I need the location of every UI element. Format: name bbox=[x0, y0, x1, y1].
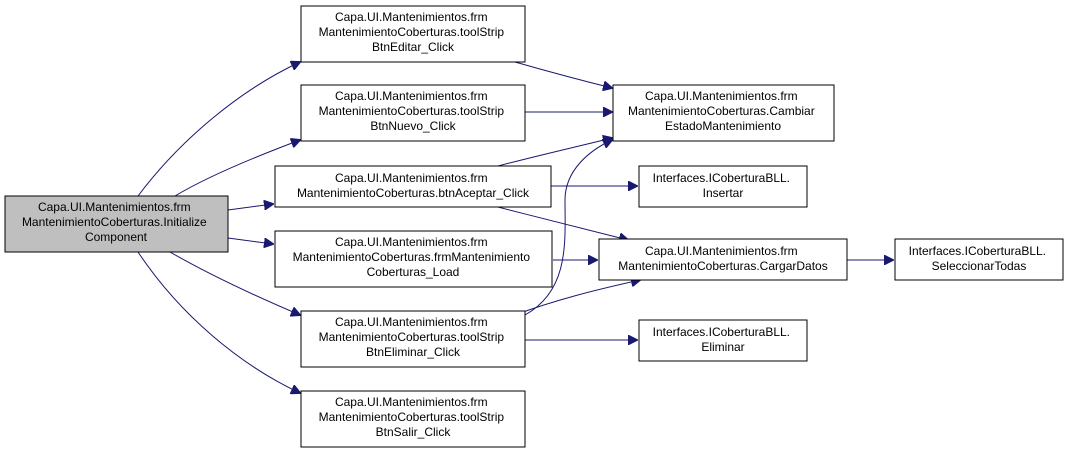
svg-text:Capa.UI.Mantenimientos.frm: Capa.UI.Mantenimientos.frm Mantenimiento… bbox=[319, 395, 508, 439]
node-line: Capa.UI.Mantenimientos.frm bbox=[645, 89, 798, 103]
node-btn-eliminar-click[interactable]: Capa.UI.Mantenimientos.frm Mantenimiento… bbox=[300, 310, 526, 368]
node-line: Interfaces.ICoberturaBLL. bbox=[653, 171, 790, 185]
node-btn-editar-click[interactable]: Capa.UI.Mantenimientos.frm Mantenimiento… bbox=[300, 5, 526, 63]
node-line: Insertar bbox=[703, 186, 744, 200]
node-line: Capa.UI.Mantenimientos.frm bbox=[38, 200, 191, 214]
svg-text:Capa.UI.Mantenimientos.frm: Capa.UI.Mantenimientos.frm Mantenimiento… bbox=[297, 171, 530, 200]
node-line: MantenimientoCoberturas.btnAceptar_Click bbox=[297, 186, 530, 200]
edge-initialize-to-frm-load bbox=[227, 237, 273, 244]
edge-initialize-to-btn-editar bbox=[137, 62, 300, 197]
svg-text:Capa.UI.Mantenimientos.frm: Capa.UI.Mantenimientos.frm Mantenimiento… bbox=[293, 235, 534, 279]
edge-initialize-to-btn-aceptar bbox=[227, 204, 273, 211]
node-cargar-datos[interactable]: Capa.UI.Mantenimientos.frm Mantenimiento… bbox=[598, 238, 848, 281]
svg-text:Interfaces.ICoberturaBLL.: Interfaces.ICoberturaBLL. Insertar bbox=[653, 171, 794, 200]
edge-btn-eliminar-to-cambiar-estado bbox=[524, 140, 612, 316]
node-line: BtnEditar_Click bbox=[372, 40, 455, 54]
node-cambiar-estado-mantenimiento[interactable]: Capa.UI.Mantenimientos.frm Mantenimiento… bbox=[612, 84, 835, 142]
svg-text:Capa.UI.Mantenimientos.frm: Capa.UI.Mantenimientos.frm Mantenimiento… bbox=[319, 89, 508, 133]
node-btn-nuevo-click[interactable]: Capa.UI.Mantenimientos.frm Mantenimiento… bbox=[300, 84, 526, 142]
node-line: Capa.UI.Mantenimientos.frm bbox=[335, 10, 488, 24]
node-line: Coberturas_Load bbox=[367, 265, 460, 279]
node-line: Capa.UI.Mantenimientos.frm bbox=[335, 235, 488, 249]
edge-btn-editar-to-cambiar-estado bbox=[514, 61, 612, 88]
edge-btn-aceptar-to-cargar-datos bbox=[493, 205, 628, 240]
edge-initialize-to-btn-eliminar bbox=[169, 251, 300, 315]
node-line: BtnEliminar_Click bbox=[366, 345, 461, 359]
node-line: Interfaces.ICoberturaBLL. bbox=[653, 325, 790, 339]
node-initialize-component[interactable]: Capa.UI.Mantenimientos.frm Mantenimiento… bbox=[4, 195, 229, 253]
edges bbox=[137, 61, 893, 393]
node-insertar[interactable]: Interfaces.ICoberturaBLL. Insertar bbox=[638, 165, 808, 208]
svg-text:Capa.UI.Mantenimientos.frm: Capa.UI.Mantenimientos.frm Mantenimiento… bbox=[628, 89, 818, 133]
node-line: MantenimientoCoberturas.toolStrip bbox=[319, 410, 505, 424]
node-line: MantenimientoCoberturas.toolStrip bbox=[319, 330, 505, 344]
node-line: Capa.UI.Mantenimientos.frm bbox=[335, 315, 488, 329]
node-line: Component bbox=[85, 230, 148, 244]
node-line: MantenimientoCoberturas.toolStrip bbox=[319, 25, 505, 39]
svg-text:Interfaces.ICoberturaBLL.: Interfaces.ICoberturaBLL. SeleccionarTod… bbox=[909, 244, 1050, 273]
edge-btn-eliminar-to-cargar-datos bbox=[514, 280, 640, 316]
node-frm-load[interactable]: Capa.UI.Mantenimientos.frm Mantenimiento… bbox=[274, 230, 553, 288]
node-line: Capa.UI.Mantenimientos.frm bbox=[335, 171, 488, 185]
edge-initialize-to-btn-nuevo bbox=[174, 140, 300, 197]
node-btn-salir-click[interactable]: Capa.UI.Mantenimientos.frm Mantenimiento… bbox=[300, 390, 526, 448]
node-line: BtnNuevo_Click bbox=[370, 119, 456, 133]
node-line: Capa.UI.Mantenimientos.frm bbox=[335, 89, 488, 103]
svg-text:Interfaces.ICoberturaBLL.: Interfaces.ICoberturaBLL. Eliminar bbox=[653, 325, 794, 354]
node-eliminar[interactable]: Interfaces.ICoberturaBLL. Eliminar bbox=[638, 319, 808, 362]
node-line: Eliminar bbox=[701, 340, 744, 354]
node-line: MantenimientoCoberturas.frmMantenimiento bbox=[293, 250, 531, 264]
node-line: BtnSalir_Click bbox=[376, 425, 452, 439]
node-line: MantenimientoCoberturas.toolStrip bbox=[319, 104, 505, 118]
edge-initialize-to-btn-salir bbox=[137, 251, 300, 393]
svg-text:Capa.UI.Mantenimientos.frm: Capa.UI.Mantenimientos.frm Mantenimiento… bbox=[319, 10, 508, 54]
svg-text:Capa.UI.Mantenimientos.frm: Capa.UI.Mantenimientos.frm Mantenimiento… bbox=[22, 200, 210, 244]
node-line: SeleccionarTodas bbox=[932, 259, 1027, 273]
svg-text:Capa.UI.Mantenimientos.frm: Capa.UI.Mantenimientos.frm Mantenimiento… bbox=[618, 244, 827, 273]
node-line: MantenimientoCoberturas.CargarDatos bbox=[618, 259, 827, 273]
node-line: Capa.UI.Mantenimientos.frm bbox=[645, 244, 798, 258]
node-line: Capa.UI.Mantenimientos.frm bbox=[335, 395, 488, 409]
node-btn-aceptar-click[interactable]: Capa.UI.Mantenimientos.frm Mantenimiento… bbox=[274, 165, 552, 208]
node-line: EstadoMantenimiento bbox=[665, 119, 781, 133]
node-line: Interfaces.ICoberturaBLL. bbox=[909, 244, 1046, 258]
edge-btn-aceptar-to-cambiar-estado bbox=[497, 138, 612, 167]
node-line: MantenimientoCoberturas.Initialize bbox=[22, 215, 207, 229]
svg-text:Capa.UI.Mantenimientos.frm: Capa.UI.Mantenimientos.frm Mantenimiento… bbox=[319, 315, 508, 359]
node-seleccionar-todas[interactable]: Interfaces.ICoberturaBLL. SeleccionarTod… bbox=[894, 238, 1064, 281]
node-line: MantenimientoCoberturas.Cambiar bbox=[628, 104, 815, 118]
